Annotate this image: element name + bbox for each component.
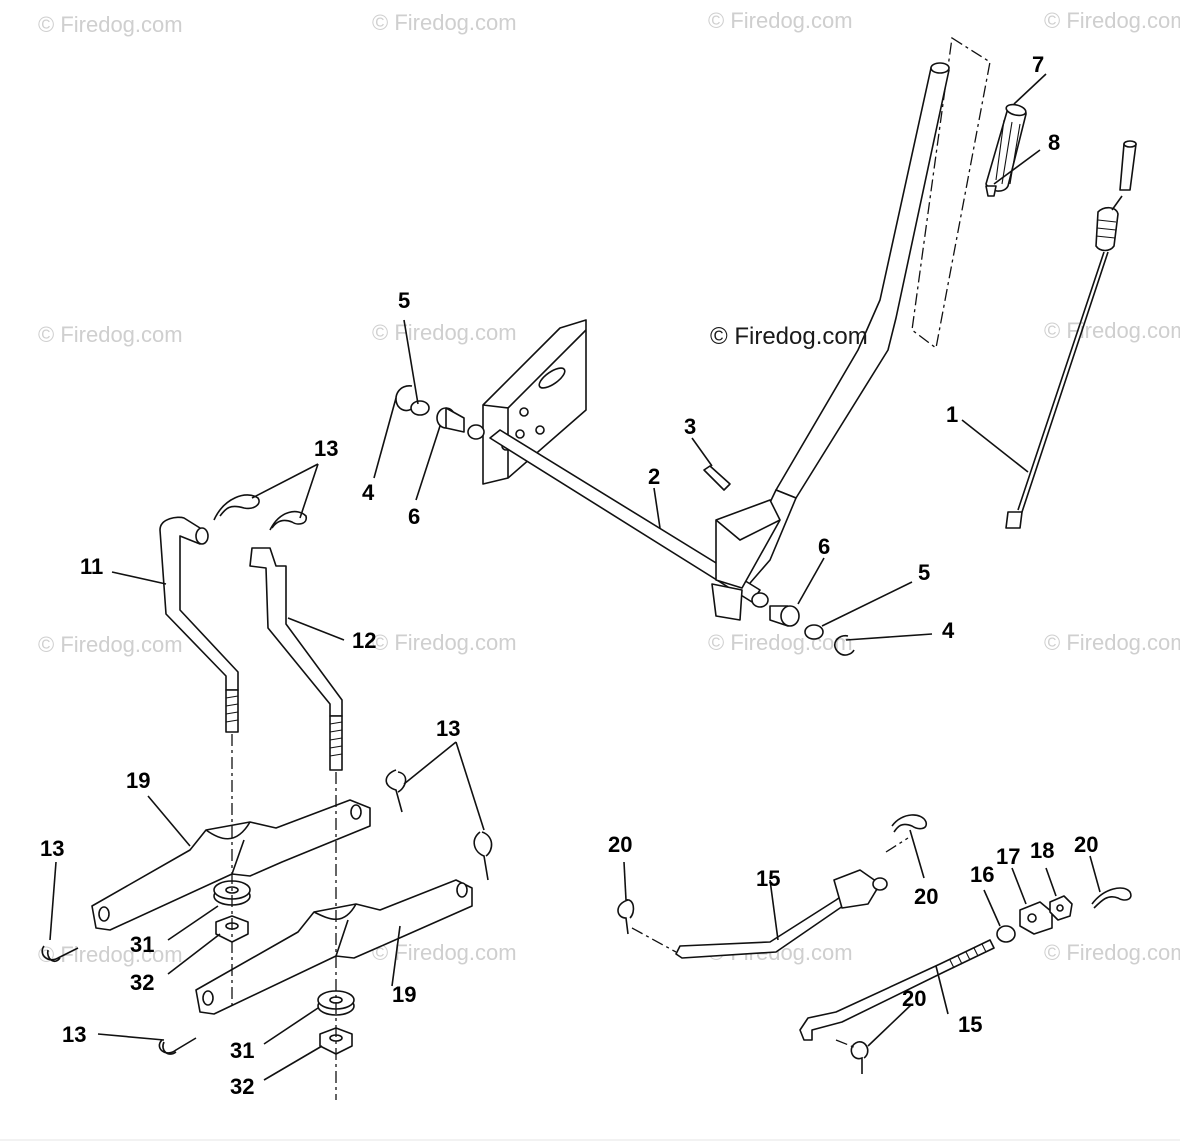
- watermark-grid: © Firedog.com © Firedog.com © Firedog.co…: [38, 8, 1180, 967]
- callout-label: 13: [62, 1022, 86, 1047]
- alignment-line: [835, 1039, 857, 1049]
- lift-arm-19-upper: [91, 799, 371, 931]
- callout-label: 13: [314, 436, 338, 461]
- watermark: © Firedog.com: [708, 8, 853, 33]
- washer-5-right: [804, 624, 824, 640]
- lift-shaft: [467, 424, 781, 621]
- watermark: © Firedog.com: [38, 632, 183, 657]
- lift-arm-19-lower: [195, 879, 473, 1015]
- lift-link-12: [249, 547, 343, 771]
- adjuster-rod-15-upper: [675, 869, 888, 959]
- callout-label: 8: [1048, 130, 1060, 155]
- callout-label: 3: [684, 414, 696, 439]
- cotter-pin-20: [850, 1041, 869, 1074]
- washer-16: [996, 925, 1016, 943]
- watermark: © Firedog.com: [38, 322, 183, 347]
- watermark: © Firedog.com: [1044, 318, 1180, 343]
- bushing-6-right: [769, 605, 800, 627]
- cotter-pin-20: [1091, 887, 1132, 909]
- callout-label: 4: [942, 618, 955, 643]
- watermark-center: © Firedog.com: [710, 323, 868, 350]
- retainer-clip-4-right: [833, 634, 855, 656]
- callout-label: 19: [126, 768, 150, 793]
- cotter-pin-20: [891, 814, 928, 833]
- handle-grip-dashed-outline: [911, 36, 991, 350]
- watermark: © Firedog.com: [38, 12, 183, 37]
- washer-5-left: [410, 400, 430, 416]
- callout-label: 15: [756, 866, 780, 891]
- lift-link-11: [159, 516, 239, 733]
- watermark: © Firedog.com: [372, 320, 517, 345]
- roll-pin-3: [703, 465, 731, 491]
- watermark: © Firedog.com: [1044, 630, 1180, 655]
- lift-rod-1: [1005, 140, 1137, 529]
- handle-grip-7: [985, 103, 1027, 192]
- callout-label: 32: [230, 1074, 254, 1099]
- callout-label: 20: [1074, 832, 1098, 857]
- callout-label: 19: [392, 982, 416, 1007]
- handle-cap-8: [985, 185, 997, 197]
- adjuster-block-17: [1019, 901, 1053, 935]
- callout-label: 13: [40, 836, 64, 861]
- callout-label: 2: [648, 464, 660, 489]
- bushing-6-left: [436, 407, 465, 433]
- callout-label: 31: [130, 932, 154, 957]
- callout-label: 17: [996, 844, 1020, 869]
- alignment-line: [885, 837, 909, 853]
- callout-label: 16: [970, 862, 994, 887]
- watermark: © Firedog.com: [372, 940, 517, 965]
- callout-label: 12: [352, 628, 376, 653]
- hairpin-clip-13: [269, 510, 308, 531]
- callout-label: 18: [1030, 838, 1054, 863]
- watermark: © Firedog.com: [372, 10, 517, 35]
- watermark: © Firedog.com: [708, 630, 853, 655]
- callout-label: 1: [946, 402, 958, 427]
- callout-label: 4: [362, 480, 375, 505]
- hairpin-clip-13: [473, 831, 493, 881]
- callout-label: 13: [436, 716, 460, 741]
- nut-18: [1049, 895, 1073, 921]
- watermark: © Firedog.com: [372, 630, 517, 655]
- hairpin-clip-13: [158, 1037, 197, 1055]
- watermark: © Firedog.com: [38, 942, 183, 967]
- hairpin-clip-13: [385, 769, 407, 813]
- callout-label: 6: [408, 504, 420, 529]
- callout-label: 6: [818, 534, 830, 559]
- watermark: © Firedog.com: [1044, 8, 1180, 33]
- leader-lines: [49, 73, 1101, 1081]
- callout-label: 20: [914, 884, 938, 909]
- callout-label: 20: [902, 986, 926, 1011]
- callout-label: 5: [918, 560, 930, 585]
- hairpin-clip-13: [41, 945, 79, 963]
- adjuster-rod-15-lower: [799, 939, 995, 1041]
- callout-label: 11: [80, 554, 103, 579]
- callout-label: 31: [230, 1038, 254, 1063]
- callout-label: 32: [130, 970, 154, 995]
- alignment-line: [631, 927, 677, 953]
- callout-label: 15: [958, 1012, 982, 1037]
- callout-label: 5: [398, 288, 410, 313]
- callout-label: 7: [1032, 52, 1044, 77]
- callout-labels: 7 8 1 2 3 5 4 6 13 11 12 6 5 4 13 19 13 …: [40, 52, 1098, 1099]
- callout-label: 20: [608, 832, 632, 857]
- cotter-pin-20: [617, 899, 635, 935]
- watermark: © Firedog.com: [1044, 940, 1180, 965]
- hairpin-clip-13: [213, 494, 260, 521]
